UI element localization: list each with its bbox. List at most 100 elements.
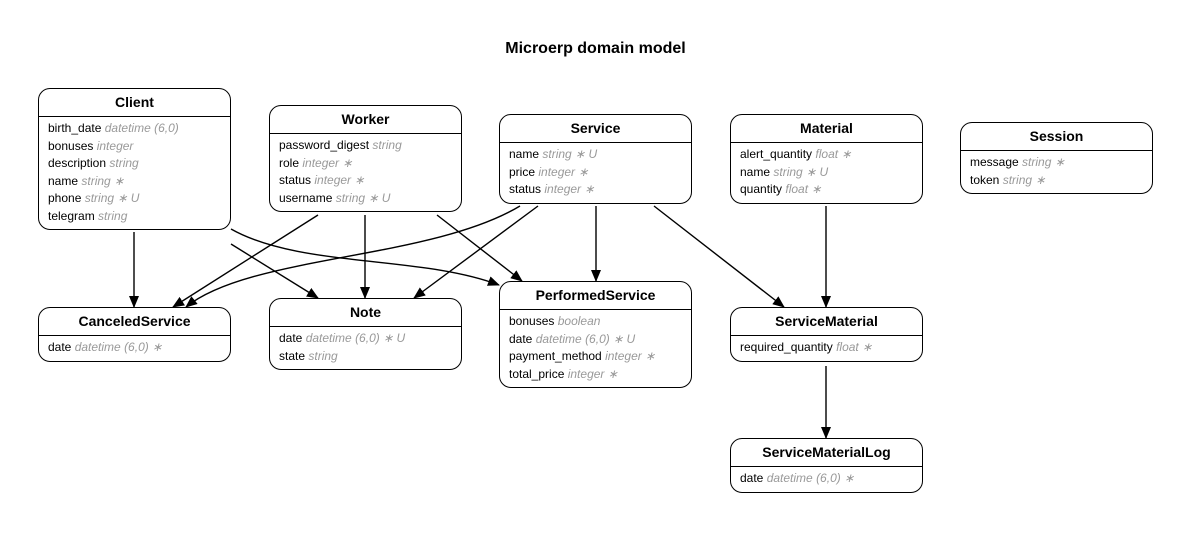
- attribute-row: date datetime (6,0) ∗ U: [279, 330, 452, 348]
- attribute-name: message: [970, 155, 1019, 169]
- attribute-type: datetime (6,0) ∗: [766, 471, 855, 485]
- attribute-row: date datetime (6,0) ∗: [740, 470, 913, 488]
- attribute-name: price: [509, 164, 536, 179]
- attribute-row: price integer ∗: [509, 164, 682, 182]
- attribute-row: message string ∗: [970, 154, 1143, 172]
- attribute-row: name string ∗: [48, 173, 221, 191]
- attribute-row: telegram string: [48, 208, 221, 226]
- attribute-row: status integer ∗: [509, 181, 682, 199]
- attribute-row: payment_method integer ∗: [509, 348, 682, 366]
- attribute-name: description: [48, 156, 107, 170]
- attribute-row: password_digest string: [279, 137, 452, 155]
- attribute-row: date datetime (6,0) ∗ U: [509, 331, 682, 349]
- attribute-name: name: [509, 147, 540, 161]
- attribute-type: string: [308, 348, 338, 363]
- entity-name: CanceledService: [39, 308, 230, 336]
- edge-client-to-performed-service: [230, 228, 500, 286]
- attribute-name: name: [740, 164, 771, 179]
- attribute-type: float ∗: [785, 182, 822, 196]
- attribute-row: bonuses integer: [48, 138, 221, 156]
- attribute-name: token: [970, 172, 1000, 187]
- attribute-type: datetime (6,0) ∗: [74, 340, 163, 354]
- attribute-type: string ∗ U: [773, 164, 829, 179]
- attribute-row: state string: [279, 348, 452, 366]
- attribute-row: status integer ∗: [279, 172, 452, 190]
- attribute-type: string ∗: [81, 173, 125, 188]
- entity-name: PerformedService: [500, 282, 691, 310]
- attribute-type: integer ∗: [544, 182, 595, 196]
- attribute-type: datetime (6,0) ∗ U: [305, 331, 406, 345]
- attribute-type: string ∗: [1002, 172, 1046, 187]
- entity-name: Note: [270, 299, 461, 327]
- attribute-list: birth_date datetime (6,0)bonuses integer…: [39, 117, 230, 229]
- attribute-name: payment_method: [509, 349, 602, 363]
- attribute-name: birth_date: [48, 121, 102, 135]
- diagram-title: Microerp domain model: [505, 40, 686, 57]
- attribute-name: date: [740, 471, 764, 485]
- attribute-name: bonuses: [509, 314, 555, 328]
- edge-worker-to-canceled-service: [172, 214, 319, 308]
- entity-name: ServiceMaterial: [731, 308, 922, 336]
- attribute-name: username: [279, 190, 333, 205]
- attribute-list: date datetime (6,0) ∗: [39, 336, 230, 361]
- attribute-name: quantity: [740, 182, 783, 196]
- attribute-row: alert_quantity float ∗: [740, 146, 913, 164]
- attribute-name: required_quantity: [740, 340, 833, 354]
- attribute-name: status: [279, 173, 312, 187]
- attribute-type: datetime (6,0) ∗ U: [535, 331, 636, 346]
- attribute-type: datetime (6,0): [104, 121, 179, 135]
- entity-name: Session: [961, 123, 1152, 151]
- attribute-type: string ∗: [1022, 155, 1065, 169]
- attribute-name: phone: [48, 191, 82, 205]
- entity-service-material-log[interactable]: ServiceMaterialLog date datetime (6,0) ∗: [730, 438, 923, 493]
- attribute-name: date: [48, 340, 72, 354]
- attribute-name: role: [279, 155, 300, 170]
- attribute-type: string ∗ U: [335, 190, 391, 205]
- attribute-type: float ∗: [815, 147, 852, 161]
- attribute-row: bonuses boolean: [509, 313, 682, 331]
- attribute-name: date: [509, 331, 533, 346]
- attribute-type: integer ∗: [302, 155, 353, 170]
- attribute-row: phone string ∗ U: [48, 190, 221, 208]
- attribute-row: name string ∗ U: [509, 146, 682, 164]
- attribute-row: description string: [48, 155, 221, 173]
- entity-canceled-service[interactable]: CanceledService date datetime (6,0) ∗: [38, 307, 231, 362]
- attribute-row: birth_date datetime (6,0): [48, 120, 221, 138]
- attribute-type: boolean: [557, 314, 601, 328]
- attribute-name: telegram: [48, 208, 95, 223]
- attribute-row: name string ∗ U: [740, 164, 913, 182]
- entity-name: Service: [500, 115, 691, 143]
- attribute-row: required_quantity float ∗: [740, 339, 913, 357]
- attribute-row: date datetime (6,0) ∗: [48, 339, 221, 357]
- attribute-row: username string ∗ U: [279, 190, 452, 208]
- entity-service-material[interactable]: ServiceMaterial required_quantity float ∗: [730, 307, 923, 362]
- entity-name: ServiceMaterialLog: [731, 439, 922, 467]
- attribute-type: float ∗: [836, 340, 873, 354]
- attribute-type: integer ∗: [314, 173, 365, 187]
- attribute-type: string: [98, 208, 128, 223]
- attribute-type: integer: [96, 138, 134, 153]
- edge-service-to-service-material: [653, 205, 785, 308]
- attribute-type: integer ∗: [605, 349, 656, 363]
- entity-name: Client: [39, 89, 230, 117]
- attribute-row: token string ∗: [970, 172, 1143, 190]
- attribute-type: integer ∗: [538, 164, 589, 179]
- attribute-type: string ∗ U: [84, 191, 140, 205]
- attribute-name: alert_quantity: [740, 147, 813, 161]
- attribute-list: required_quantity float ∗: [731, 336, 922, 361]
- attribute-name: bonuses: [48, 138, 94, 153]
- attribute-name: name: [48, 173, 79, 188]
- entity-name: Worker: [270, 106, 461, 134]
- attribute-name: password_digest: [279, 138, 370, 152]
